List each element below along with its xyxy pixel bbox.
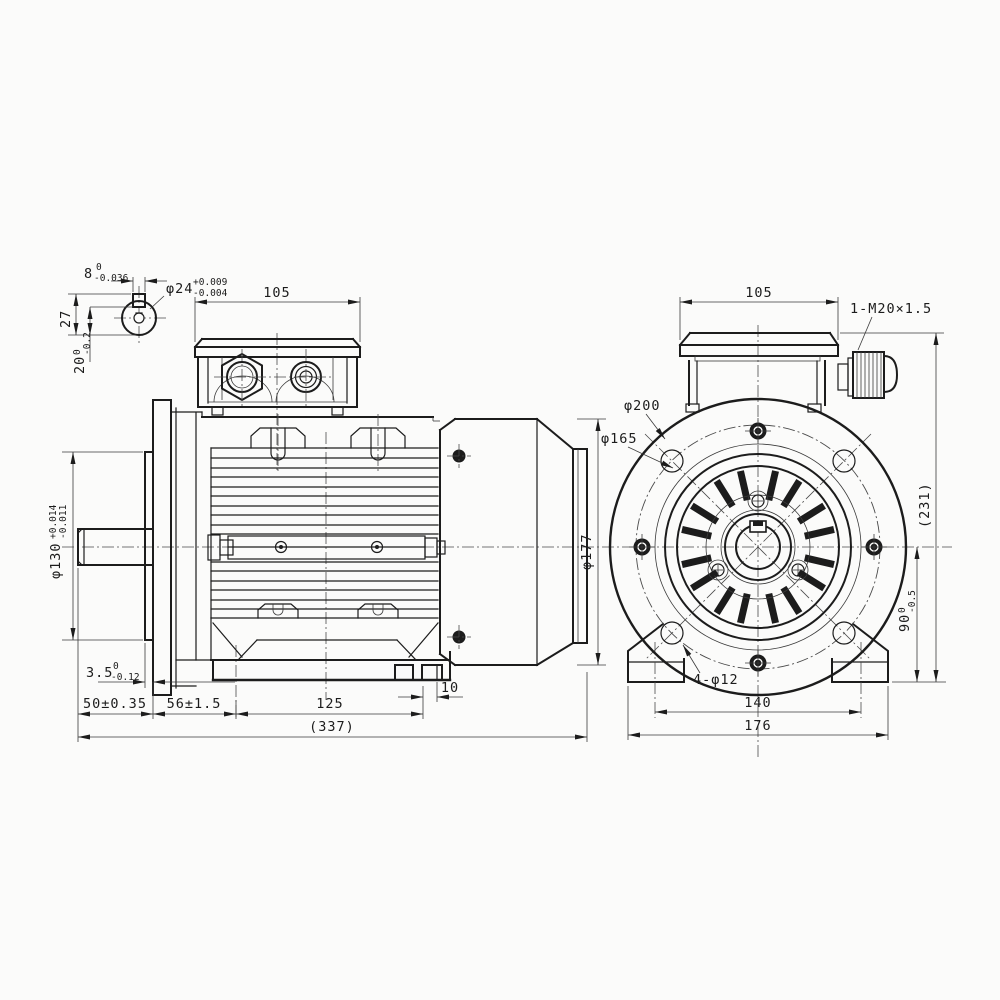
dim-section-height-value: 27	[58, 310, 74, 328]
dim-length-row: 50±0.35 56±1.5 125	[77, 568, 424, 742]
dim-foot-slot: 10	[398, 680, 463, 702]
dim-foot-hole-span: 140	[655, 695, 861, 715]
dim-key-depth: 20 0 -0.2	[72, 306, 133, 374]
shaft-key-section-detail: 8 0 -0.036 27 20 0 -0.2 φ	[58, 262, 228, 374]
dim-shaft-length-value: 50±0.35	[83, 696, 147, 712]
motor-front-view: 105 1-M20×1.5 φ200 φ165 4-φ12 (231)	[601, 285, 952, 757]
flange-holes	[660, 449, 856, 645]
dim-overall-length: (337)	[78, 672, 588, 742]
cowl-bolt-bottom	[447, 625, 471, 649]
dim-foot-width-value: 176	[744, 718, 771, 734]
dim-front-box-width: 105	[679, 285, 839, 340]
label-flange-holes-text: 4-φ12	[693, 672, 739, 688]
dim-cowl-dia-value: φ177	[579, 533, 595, 570]
feet-and-base	[210, 617, 452, 682]
fan-guard-ribs	[681, 470, 835, 624]
dim-spigot-dia: φ130 +0.014 -0.011	[48, 451, 143, 641]
dim-foot-width: 176	[627, 686, 889, 740]
dim-flange-foot-value: 56±1.5	[167, 696, 222, 712]
dim-spigot-length-hi: -0.12	[111, 672, 140, 683]
nameplate-band	[207, 534, 446, 561]
hub-screw-right	[787, 559, 809, 581]
dim-key-depth-lo: -0.2	[82, 332, 93, 355]
dim-key-width-hi: 0	[96, 262, 102, 273]
dim-foot-span-value: 125	[316, 696, 343, 712]
dim-shaft-dia-value: φ24	[166, 281, 193, 297]
dim-overall-length-value: (337)	[309, 719, 355, 735]
dim-key-depth-value: 20	[72, 356, 88, 374]
dim-spigot-dia-lo: -0.011	[58, 504, 69, 539]
dim-shaft-dia: φ24 +0.009 -0.004	[149, 277, 228, 310]
dim-spigot-dia-value: φ130	[48, 542, 64, 579]
cowl-bolt-top	[447, 444, 471, 468]
label-bolt-circle-text: φ165	[601, 431, 638, 447]
dim-shaft-height: 90 0 -0.5	[892, 547, 946, 683]
dim-key-width: 8 0 -0.036	[84, 262, 167, 292]
dim-spigot-length-hi2: 0	[113, 661, 119, 672]
dim-spigot-length-value: 3.5	[86, 665, 113, 681]
dim-shaft-height-hi: 0	[897, 607, 908, 613]
assembly-bolts	[629, 418, 887, 676]
flange	[144, 399, 172, 696]
dim-shaft-height-lo: -0.5	[907, 590, 918, 613]
dim-shaft-dia-hi: +0.009	[193, 277, 228, 288]
label-flange-od-text: φ200	[624, 398, 661, 414]
assembly-bolt-bottom	[745, 650, 771, 676]
label-flange-holes: 4-φ12	[682, 644, 739, 688]
dim-spigot-length: 3.5 -0.12 0	[86, 643, 235, 699]
hub-screw-left	[707, 559, 729, 581]
assembly-bolt-right	[861, 534, 887, 560]
hub-and-shaft	[705, 490, 811, 600]
dim-side-box-width: 105	[194, 285, 361, 342]
dim-key-width-value: 8	[84, 266, 93, 282]
fan-cowl	[438, 417, 588, 667]
hub-screw-top	[747, 490, 769, 512]
flange-outer-circle	[608, 397, 908, 697]
dim-spigot-dia-hi: +0.014	[48, 504, 59, 539]
label-cable-gland-text: 1-M20×1.5	[850, 301, 932, 317]
assembly-bolt-left	[629, 534, 655, 560]
dim-shaft-height-value: 90	[897, 614, 913, 632]
cooling-fins	[210, 447, 439, 619]
terminal-box-front	[678, 331, 899, 413]
label-flange-od: φ200	[624, 398, 666, 440]
dim-side-box-width-value: 105	[263, 285, 290, 301]
label-cable-gland: 1-M20×1.5	[850, 301, 932, 351]
dim-shaft-dia-lo: -0.004	[193, 288, 228, 299]
shaft-key	[753, 521, 763, 526]
dim-foot-slot-value: 10	[441, 680, 459, 696]
dim-overall-height-value: (231)	[917, 482, 933, 528]
dim-overall-height: (231)	[840, 332, 944, 682]
dim-section-height: 27	[58, 293, 136, 336]
dim-foot-hole-span-value: 140	[744, 695, 771, 711]
motor-side-view: 105 φ130 +0.014 -0.011 3.5 -0.12 0	[48, 285, 606, 742]
front-endshield	[170, 407, 214, 689]
dim-front-box-width-value: 105	[745, 285, 772, 301]
terminal-box-side	[193, 337, 362, 416]
body-top-and-lugs	[201, 414, 440, 472]
dim-key-width-lo: -0.036	[94, 273, 129, 284]
dim-key-depth-hi: 0	[72, 349, 83, 355]
bottom-bosses	[257, 603, 399, 619]
assembly-bolt-top	[745, 418, 771, 444]
cable-gland-front	[837, 351, 899, 399]
dim-cowl-dia: φ177	[577, 418, 606, 666]
label-bolt-circle: φ165	[601, 431, 674, 469]
